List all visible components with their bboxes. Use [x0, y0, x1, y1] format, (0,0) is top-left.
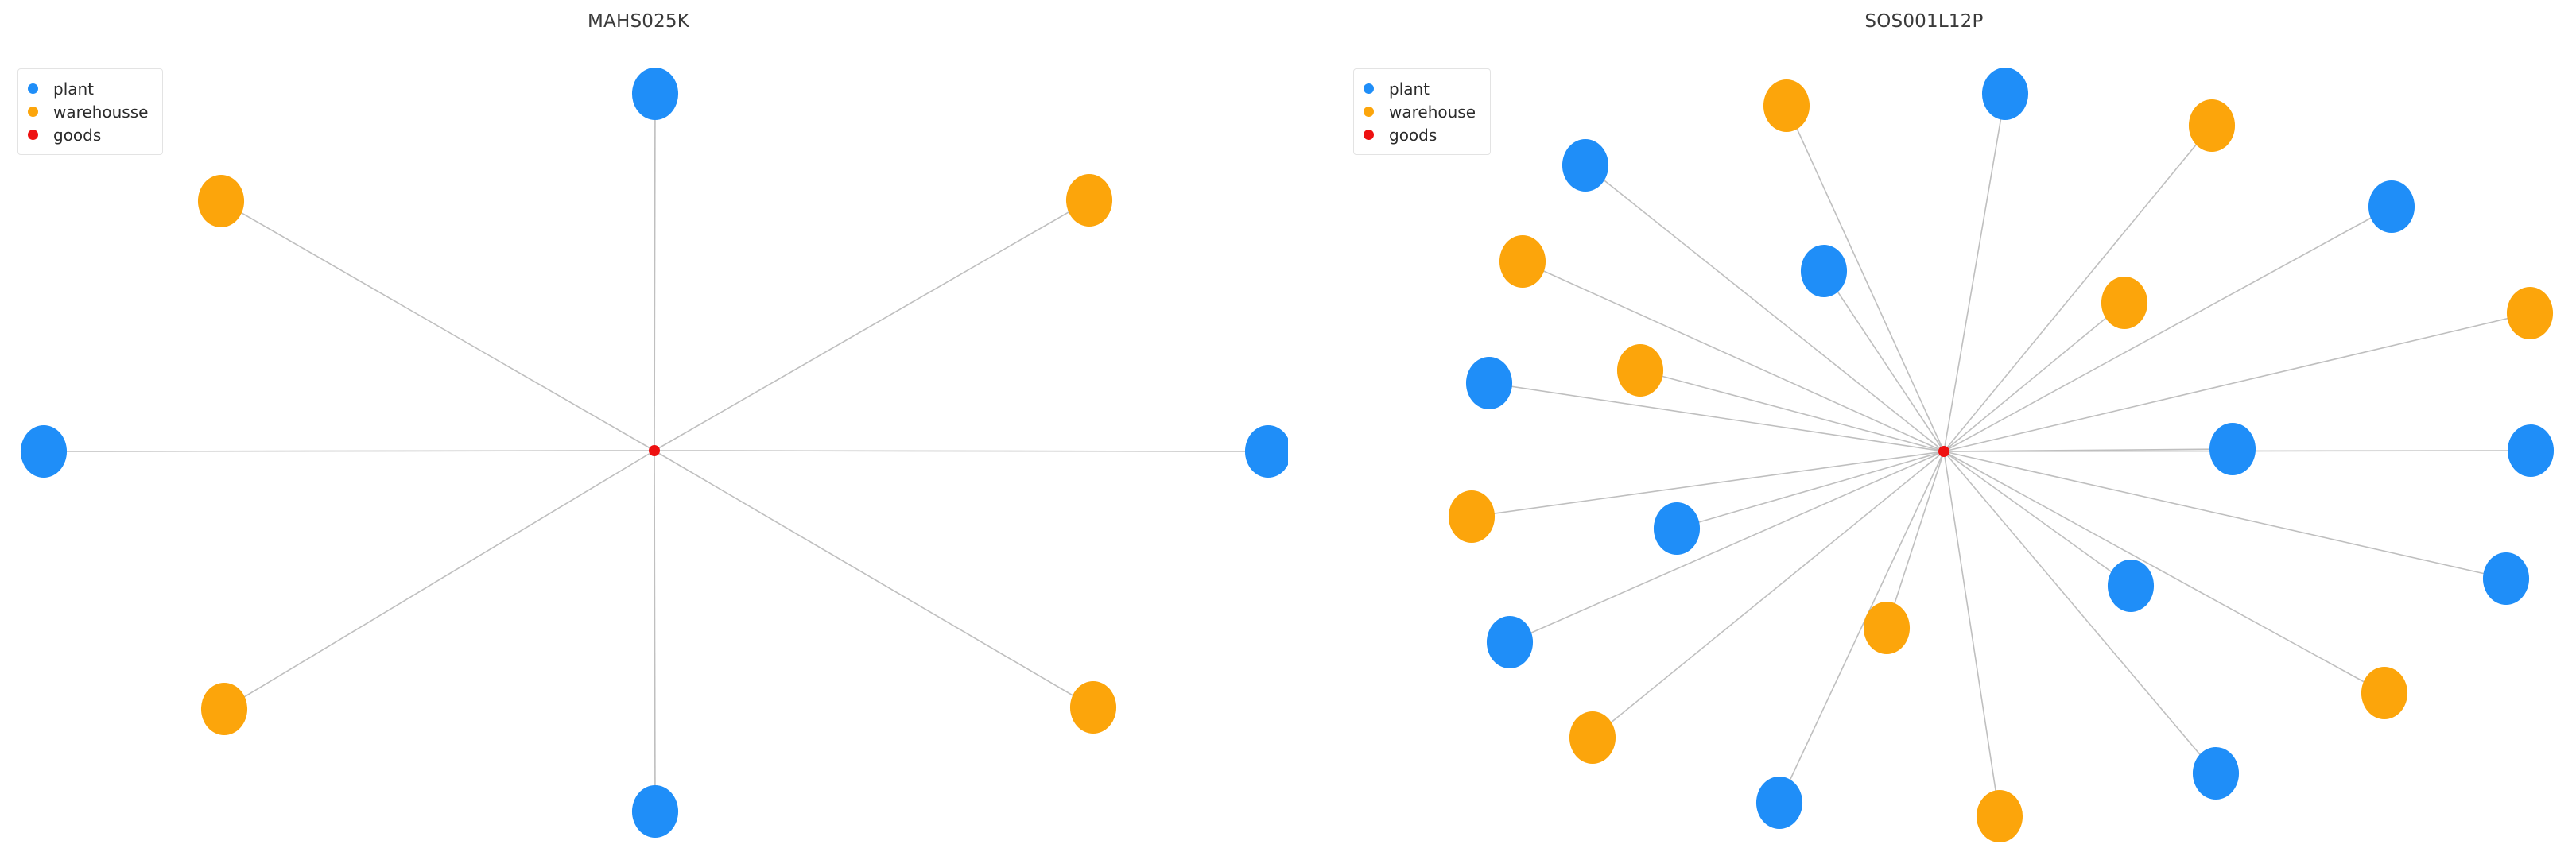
dot-icon [28, 130, 38, 140]
graph-node-warehouse[interactable] [1763, 79, 1810, 132]
graph-edge [1943, 451, 2132, 587]
legend-item-goods[interactable]: goods [1364, 123, 1476, 146]
legend-label-warehouse: warehousse [53, 102, 149, 122]
graph-edge [1943, 451, 2507, 579]
graph-node-warehouse[interactable] [1616, 344, 1664, 397]
graph-node-warehouse[interactable] [1069, 681, 1117, 734]
graph-node-plant[interactable] [1981, 68, 2029, 120]
dot-icon [28, 83, 38, 94]
dot-icon [1364, 107, 1374, 117]
graph-node-plant[interactable] [1653, 502, 1701, 555]
legend-right: plant warehouse goods [1353, 68, 1492, 155]
graph-edge [1592, 451, 1945, 738]
edge-layer [1471, 93, 2531, 817]
edge-layer [43, 93, 1269, 812]
graph-node-plant[interactable] [1486, 616, 1534, 668]
graph-node-warehouse[interactable] [1863, 602, 1911, 654]
graph-node-plant[interactable] [1465, 357, 1513, 409]
graph-edge [654, 450, 1094, 708]
network-graph-right [1448, 68, 2555, 842]
dot-icon [1364, 83, 1374, 94]
panel-title-left: MAHS025K [587, 11, 690, 32]
legend-label-goods: goods [1389, 125, 1437, 145]
graph-node-plant[interactable] [2107, 560, 2155, 612]
legend-item-goods[interactable]: goods [28, 123, 148, 146]
graph-node-warehouse[interactable] [2506, 287, 2554, 339]
graph-edge [654, 93, 656, 451]
legend-label-plant: plant [53, 79, 95, 99]
dot-icon [1364, 130, 1374, 140]
graph-edge [223, 450, 655, 710]
graph-edge [1943, 451, 2217, 774]
graph-edge [1943, 125, 2213, 452]
graph-node-plant[interactable] [20, 425, 68, 478]
graph-node-warehouse[interactable] [1448, 490, 1496, 543]
legend-label-warehouse: warehouse [1389, 102, 1476, 122]
graph-node-plant[interactable] [631, 68, 679, 120]
dot-icon [28, 107, 38, 117]
graph-node-warehouse[interactable] [1499, 235, 1546, 288]
graph-edge [1886, 451, 1945, 629]
graph-edge [1823, 270, 1945, 452]
graph-edge [1943, 312, 2531, 452]
graph-node-plant[interactable] [2507, 424, 2555, 477]
graph-node-plant[interactable] [631, 785, 679, 838]
graph-node-goods-hub[interactable] [1938, 446, 1949, 457]
graph-edge [654, 450, 656, 812]
graph-edge [1522, 261, 1945, 452]
network-panel-left: MAHS025K [20, 11, 1288, 838]
panel-title-right: SOS001L12P [1864, 11, 1984, 32]
graph-node-warehouse[interactable] [2101, 277, 2148, 329]
node-layer [1448, 68, 2555, 842]
graph-edge [1471, 451, 1945, 517]
graph-node-warehouse[interactable] [1976, 790, 2023, 842]
graph-node-warehouse[interactable] [197, 175, 245, 227]
graph-node-plant[interactable] [1244, 425, 1288, 478]
graph-edge [1779, 451, 1945, 804]
graph-edge [1676, 451, 1945, 529]
legend-left: plant warehousse goods [17, 68, 164, 155]
graph-edge [1786, 105, 1945, 452]
graph-node-plant[interactable] [2209, 423, 2256, 475]
graph-node-warehouse[interactable] [200, 683, 248, 735]
graph-edge [220, 200, 655, 451]
graph-node-plant[interactable] [2192, 747, 2240, 800]
network-graph-left [20, 68, 1288, 838]
graph-node-plant[interactable] [1755, 777, 1803, 829]
graph-node-warehouse[interactable] [2188, 99, 2236, 152]
graph-node-plant[interactable] [2482, 552, 2530, 605]
graph-edge [1943, 451, 2385, 694]
legend-item-warehouse[interactable]: warehouse [1364, 100, 1476, 123]
graph-edge [1488, 382, 1945, 452]
graph-edge [654, 199, 1090, 451]
graph-edge [1639, 370, 1945, 452]
graph-node-warehouse[interactable] [1065, 174, 1113, 227]
graph-edge [1509, 451, 1945, 643]
legend-label-plant: plant [1389, 79, 1430, 99]
legend-item-plant[interactable]: plant [28, 77, 148, 100]
graph-node-warehouse[interactable] [2361, 667, 2408, 719]
graph-node-plant[interactable] [1800, 245, 1848, 297]
graph-node-warehouse[interactable] [1569, 711, 1616, 764]
graph-edge [1943, 206, 2392, 452]
graph-node-goods-hub[interactable] [649, 445, 660, 456]
graph-edge [1943, 93, 2006, 452]
legend-item-plant[interactable]: plant [1364, 77, 1476, 100]
network-panel-right: SOS001L12P [1288, 0, 2576, 856]
legend-item-warehouse[interactable]: warehousse [28, 100, 148, 123]
graph-edge [1585, 165, 1945, 452]
graph-edge [1943, 302, 2125, 452]
graph-node-plant[interactable] [2368, 180, 2415, 233]
graph-node-plant[interactable] [1562, 139, 1609, 192]
legend-label-goods: goods [53, 125, 102, 145]
node-layer [20, 68, 1288, 838]
graph-edge [1943, 451, 2000, 817]
